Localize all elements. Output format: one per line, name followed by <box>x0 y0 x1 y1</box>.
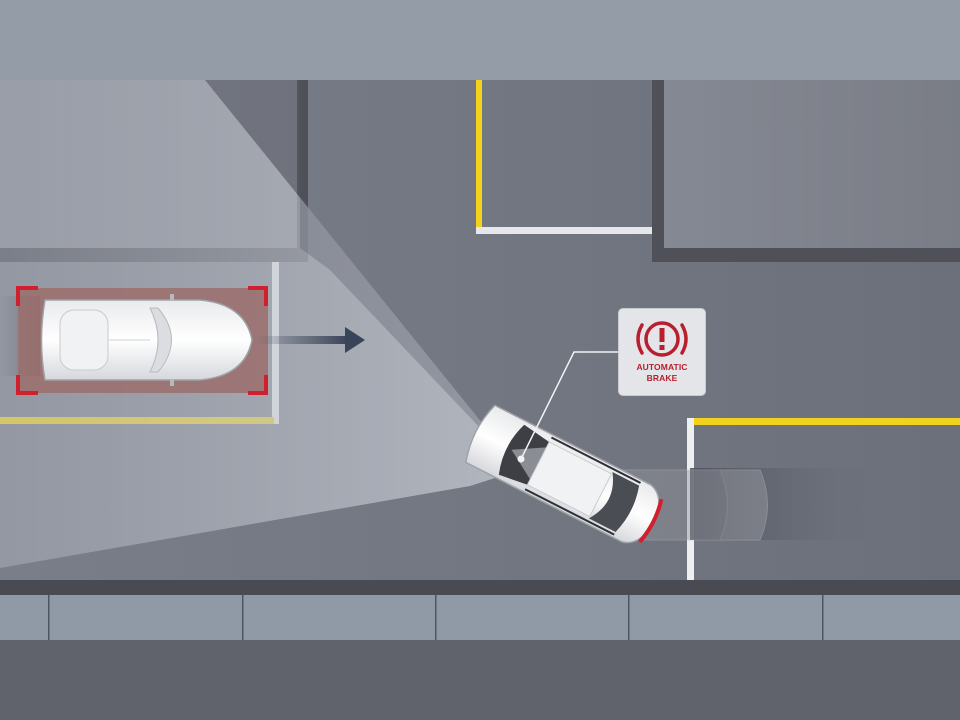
detected-car <box>40 294 253 386</box>
lower-road <box>0 640 960 720</box>
callout-text-line2: BRAKE <box>646 373 678 383</box>
motion-arrow <box>256 327 365 353</box>
automatic-brake-warning-icon <box>636 321 688 357</box>
yellow-bay-line-vertical <box>476 80 482 232</box>
top-sidewalk <box>0 0 960 80</box>
automatic-brake-callout: AUTOMATIC BRAKE <box>619 309 705 395</box>
callout-text-line1: AUTOMATIC <box>636 362 688 372</box>
white-bay-line-horizontal <box>476 227 652 234</box>
right-parking-block <box>652 80 960 262</box>
own-car <box>464 404 664 544</box>
curb <box>0 580 960 595</box>
bottom-sidewalk <box>0 595 960 640</box>
own-car-motion-trail <box>619 468 890 541</box>
callout-leader-line <box>517 351 619 463</box>
yellow-bay-line-right <box>694 418 960 425</box>
beam-shadow-edge <box>205 80 520 470</box>
